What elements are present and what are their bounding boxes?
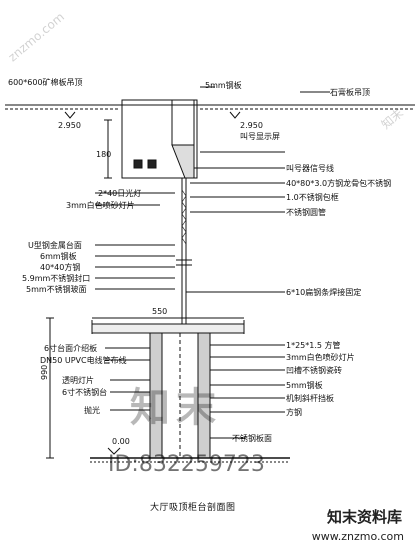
- label-left-b: 6mm钢板: [40, 252, 77, 261]
- elev-marker-floor: [107, 447, 121, 455]
- led-box-1: [133, 159, 143, 169]
- label-gypsum-ceiling: 石膏板吊顶: [330, 88, 370, 97]
- elev-marker-right: [229, 111, 241, 119]
- counter-top: [91, 323, 245, 334]
- label-rod-note: 6*10扁钢条焊接固定: [286, 288, 362, 297]
- display-slope: [171, 144, 195, 179]
- label-left-f: 6寸台面介绍板: [44, 344, 98, 353]
- label-left-e: 5mm不锈钢玻面: [26, 285, 87, 294]
- label-glass-panel: 3mm白色喷砂灯片: [66, 201, 135, 210]
- label-steel-plate: 5mm钢板: [205, 81, 242, 90]
- label-elev-floor: 0.00: [112, 437, 130, 446]
- watermark-logo: 知末: [130, 385, 222, 431]
- label-left-i: 6寸不锈钢台: [62, 388, 108, 397]
- label-ss-tube: 不锈钢圆管: [286, 208, 326, 217]
- label-right-f: 方钢: [286, 408, 302, 417]
- label-ss-cover: 1.0不锈钢包框: [286, 193, 339, 202]
- label-right-g: 不锈钢板面: [232, 434, 272, 443]
- label-left-d: 5.9mm不锈钢封口: [22, 274, 91, 283]
- label-right-b: 3mm白色喷砂灯片: [286, 353, 355, 362]
- label-right-c: 凹槽不锈钢瓷砖: [286, 366, 342, 375]
- label-ceiling-tile: 600*600矿棉板吊顶: [8, 78, 83, 87]
- watermark-id: ID:832259723: [108, 452, 265, 477]
- display-housing: [121, 99, 198, 179]
- label-left-g: DN50 UPVC电线管布线: [40, 356, 127, 365]
- label-elev-right: 2.950: [240, 121, 263, 130]
- label-steel-frame: 40*80*3.0方钢龙骨包不锈钢: [286, 179, 392, 188]
- label-signal-line: 叫号器信号线: [286, 164, 334, 173]
- label-right-d: 5mm钢板: [286, 381, 323, 390]
- label-led-light: 2*40日光灯: [98, 189, 142, 198]
- label-right-e: 机制斜杆挡板: [286, 394, 334, 403]
- label-dim-width: 550: [152, 307, 168, 316]
- display-inner: [171, 99, 195, 146]
- label-elev-left: 2.950: [58, 121, 81, 130]
- elev-marker-left: [64, 111, 76, 119]
- label-dim-height: 990: [40, 364, 49, 380]
- label-left-c: 40*40方钢: [40, 263, 81, 272]
- watermark-brand: 知末资料库: [326, 508, 402, 526]
- label-dim-upper: 180: [96, 150, 112, 159]
- label-display-screen: 叫号显示屏: [240, 132, 280, 141]
- label-right-a: 1*25*1.5 方管: [286, 341, 341, 350]
- drawing-caption: 大厅吸顶柜台剖面图: [150, 503, 236, 513]
- label-left-h: 透明灯片: [62, 376, 94, 385]
- label-left-j: 抛光: [84, 406, 100, 415]
- label-left-a: U型钢金属台面: [28, 241, 82, 250]
- led-box-2: [147, 159, 157, 169]
- watermark-url: www.znzmo.com: [311, 530, 404, 543]
